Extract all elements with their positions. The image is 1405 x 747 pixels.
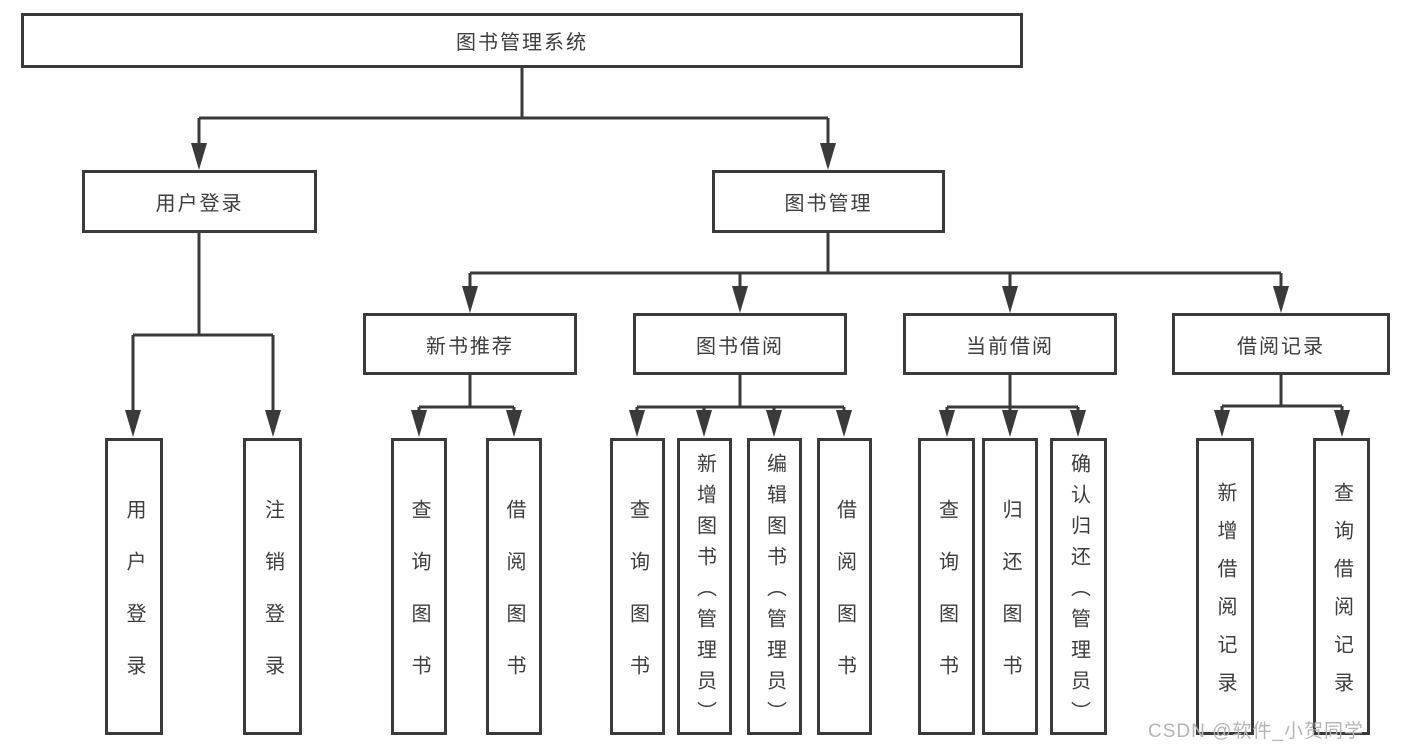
leaf-confirm-return-admin: 确认归还（管理员） (1050, 438, 1107, 735)
node-borrowing-records: 借阅记录 (1172, 313, 1390, 375)
arrow-down-icon (629, 410, 645, 437)
arrow-down-icon (462, 286, 478, 313)
leaf-query-books-recommend: 查询图书 (391, 438, 447, 735)
leaf-query-books-current: 查询图书 (918, 438, 975, 735)
leaf-label: 新增借阅记录 (1214, 481, 1236, 710)
arrow-down-icon (732, 286, 748, 313)
node-label: 借阅记录 (1237, 335, 1325, 358)
arrow-down-icon (1070, 410, 1086, 437)
arrow-down-icon (1273, 286, 1289, 313)
node-label: 用户登录 (155, 193, 244, 215)
arrow-down-icon (411, 410, 427, 437)
leaf-label: 查询借阅记录 (1330, 481, 1353, 710)
node-label: 图书借阅 (696, 335, 784, 358)
arrow-down-icon (265, 410, 281, 437)
leaf-add-borrow-record: 新增借阅记录 (1196, 438, 1254, 735)
leaf-query-borrow-record: 查询借阅记录 (1313, 438, 1370, 735)
leaf-label: 查询图书 (626, 498, 649, 707)
leaf-add-book-admin: 新增图书（管理员） (677, 438, 732, 735)
arrow-down-icon (1002, 286, 1018, 313)
leaf-label: 编辑图书（管理员） (763, 452, 786, 732)
leaf-label: 归还图书 (999, 498, 1021, 707)
leaf-borrow-books-recommend: 借阅图书 (486, 438, 542, 735)
leaf-return-book: 归还图书 (982, 438, 1038, 735)
node-label: 图书管理系统 (456, 32, 588, 54)
arrow-down-icon (1334, 410, 1350, 437)
arrow-down-icon (506, 410, 522, 437)
node-user-login: 用户登录 (82, 170, 317, 233)
leaf-edit-book-admin: 编辑图书（管理员） (747, 438, 802, 735)
node-book-borrowing: 图书借阅 (633, 313, 847, 375)
leaf-label: 新增图书（管理员） (693, 452, 716, 732)
leaf-label: 查询图书 (408, 498, 430, 707)
arrow-down-icon (939, 410, 955, 437)
arrow-down-icon (820, 143, 836, 170)
csdn-watermark: CSDN @软件_小贺同学 (1148, 721, 1364, 742)
leaf-label: 查询图书 (935, 498, 958, 707)
arrow-down-icon (125, 410, 141, 437)
leaf-logout: 注销登录 (243, 438, 302, 735)
leaf-borrow-books-borrowing: 借阅图书 (817, 438, 872, 735)
arrow-down-icon (836, 410, 852, 437)
node-current-borrowing: 当前借阅 (903, 313, 1117, 375)
node-library-management-system: 图书管理系统 (21, 13, 1023, 68)
leaf-label: 借阅图书 (503, 498, 525, 707)
leaf-user-login: 用户登录 (105, 438, 163, 735)
node-label: 图书管理 (784, 193, 873, 215)
arrow-down-icon (766, 410, 782, 437)
leaf-label: 确认归还（管理员） (1067, 452, 1090, 732)
leaf-label: 用户登录 (123, 498, 145, 707)
node-label: 新书推荐 (426, 335, 514, 358)
arrow-down-icon (191, 143, 207, 170)
leaf-label: 借阅图书 (833, 498, 856, 707)
arrow-down-icon (1214, 410, 1230, 437)
leaf-query-books-borrowing: 查询图书 (610, 438, 665, 735)
arrow-down-icon (696, 410, 712, 437)
node-new-book-recommend: 新书推荐 (363, 313, 577, 375)
node-book-management: 图书管理 (712, 170, 945, 233)
node-label: 当前借阅 (966, 335, 1054, 358)
leaf-label: 注销登录 (261, 498, 284, 707)
arrow-down-icon (1002, 410, 1018, 437)
